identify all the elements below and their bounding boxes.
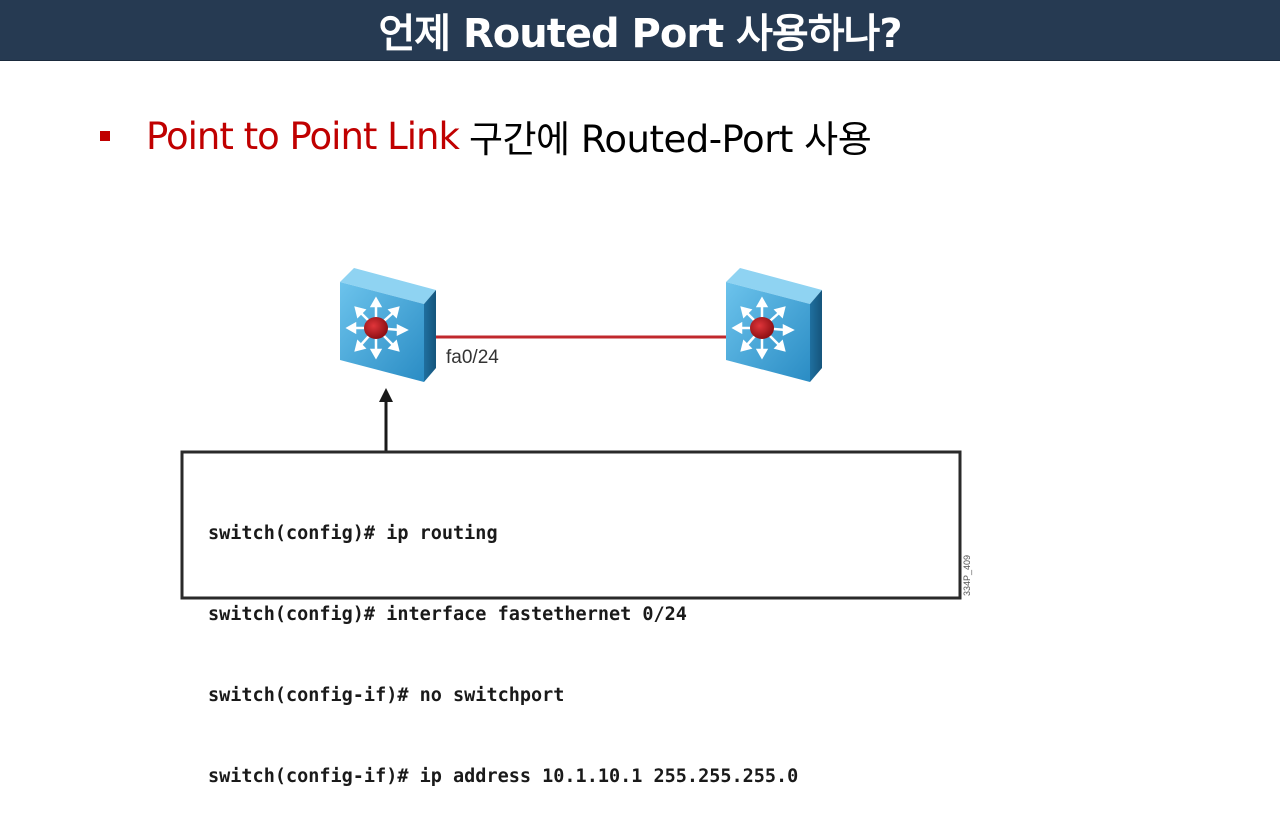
port-label: fa0/24 <box>446 347 499 368</box>
cli-commands: switch(config)# ip routing switch(config… <box>208 466 798 817</box>
left-switch-icon <box>340 268 436 382</box>
title-bar: 언제 Routed Port 사용하나? <box>0 0 1280 61</box>
slide-title: 언제 Routed Port 사용하나? <box>378 11 902 57</box>
cli-line: switch(config-if)# ip address 10.1.10.1 … <box>208 766 799 787</box>
bullet-square-icon <box>100 131 110 141</box>
network-diagram <box>180 268 962 600</box>
config-arrow-head <box>379 388 393 402</box>
cli-line: switch(config-if)# no switchport <box>208 685 565 706</box>
cli-line: switch(config)# interface fastethernet 0… <box>208 604 687 625</box>
right-switch-icon <box>726 268 822 382</box>
bullet-text: 구간에 Routed-Port 사용 <box>468 118 872 161</box>
figure-id: 334P_409 <box>962 554 972 596</box>
bullet-item: Point to Point Link 구간에 Routed-Port 사용 <box>100 112 872 161</box>
bullet-highlight-text: Point to Point Link <box>146 114 460 158</box>
cli-line: switch(config)# ip routing <box>208 523 498 544</box>
cli-box <box>180 450 962 600</box>
